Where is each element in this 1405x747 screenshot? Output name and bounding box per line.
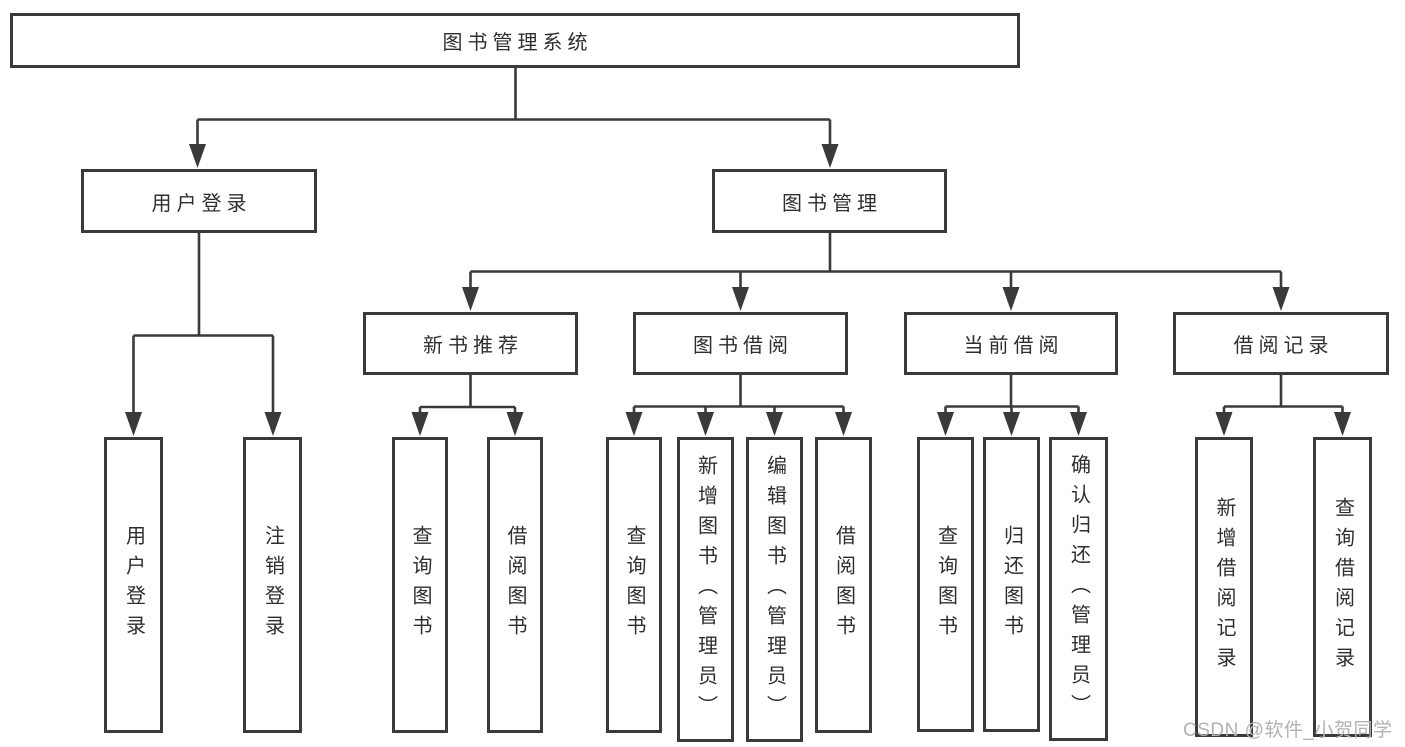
leaf-add-book-admin: 新增图书（管理员） [677, 437, 734, 742]
csdn-watermark: CSDN @软件_小贺同学 [1183, 720, 1393, 741]
connector-borrow-record-to-leaves [1222, 375, 1344, 416]
leaf-query-books-borrowing: 查询图书 [606, 437, 662, 733]
leaf-user-login: 用户登录 [104, 437, 163, 733]
node-root-library-system: 图书管理系统 [10, 13, 1020, 68]
leaf-query-borrow-record: 查询借阅记录 [1313, 437, 1372, 737]
arrowheads [125, 144, 1351, 436]
leaf-confirm-return-admin: 确认归还（管理员） [1049, 437, 1108, 741]
leaf-query-books-current: 查询图书 [917, 437, 974, 732]
node-new-book-recommend: 新书推荐 [363, 312, 578, 375]
leaf-borrow-books-recommend: 借阅图书 [487, 437, 543, 733]
node-book-borrowing: 图书借阅 [633, 312, 848, 375]
node-book-management: 图书管理 [712, 169, 947, 233]
leaf-add-borrow-record: 新增借阅记录 [1195, 437, 1253, 737]
connector-book-borrow-to-leaves [632, 375, 845, 416]
connector-user-login-to-leaves [132, 233, 275, 416]
connector-book-mgmt-to-level3 [469, 233, 1283, 291]
leaf-borrow-books: 借阅图书 [815, 437, 872, 733]
connector-current-borrow-to-leaves [944, 375, 1080, 416]
connector-new-book-to-leaves [418, 375, 517, 416]
node-user-login: 用户登录 [81, 169, 317, 233]
leaf-return-book: 归还图书 [983, 437, 1040, 732]
connector-root-to-level2 [196, 68, 832, 150]
node-current-borrowing: 当前借阅 [904, 312, 1118, 375]
leaf-query-books-recommend: 查询图书 [392, 437, 448, 733]
leaf-logout: 注销登录 [243, 437, 302, 733]
leaf-edit-book-admin: 编辑图书（管理员） [746, 437, 803, 742]
node-borrowing-records: 借阅记录 [1173, 312, 1389, 375]
